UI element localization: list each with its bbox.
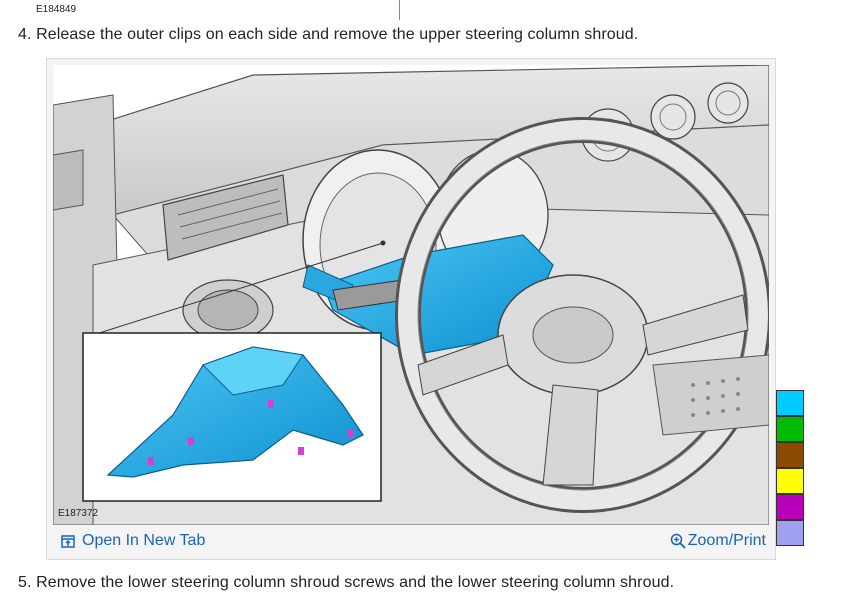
- figure-container: [46, 58, 776, 560]
- color-swatch: [776, 442, 804, 468]
- color-swatch: [776, 468, 804, 494]
- external-link-icon: [60, 533, 76, 549]
- zoom-in-icon: [670, 533, 686, 549]
- steering-column-illustration[interactable]: [53, 65, 769, 525]
- color-swatch: [776, 494, 804, 520]
- color-swatch: [776, 416, 804, 442]
- open-in-new-tab-link[interactable]: Open In New Tab: [60, 532, 205, 550]
- open-in-new-tab-label: Open In New Tab: [82, 532, 206, 549]
- step-4-instruction: 4. Release the outer clips on each side …: [18, 26, 639, 43]
- figure-action-bar: Open In New Tab Zoom/Print: [52, 528, 770, 556]
- zoom-print-link[interactable]: Zoom/Print: [670, 532, 766, 550]
- zoom-print-label: Zoom/Print: [687, 532, 766, 549]
- dashboard-illustration: [53, 65, 769, 525]
- previous-figure-code: E184849: [36, 4, 77, 15]
- color-swatch: [776, 390, 804, 416]
- divider: [399, 0, 400, 20]
- color-swatch: [776, 520, 804, 546]
- color-legend: [776, 390, 804, 546]
- figure-code: E187372: [58, 508, 99, 519]
- step-5-instruction: 5. Remove the lower steering column shro…: [18, 574, 675, 591]
